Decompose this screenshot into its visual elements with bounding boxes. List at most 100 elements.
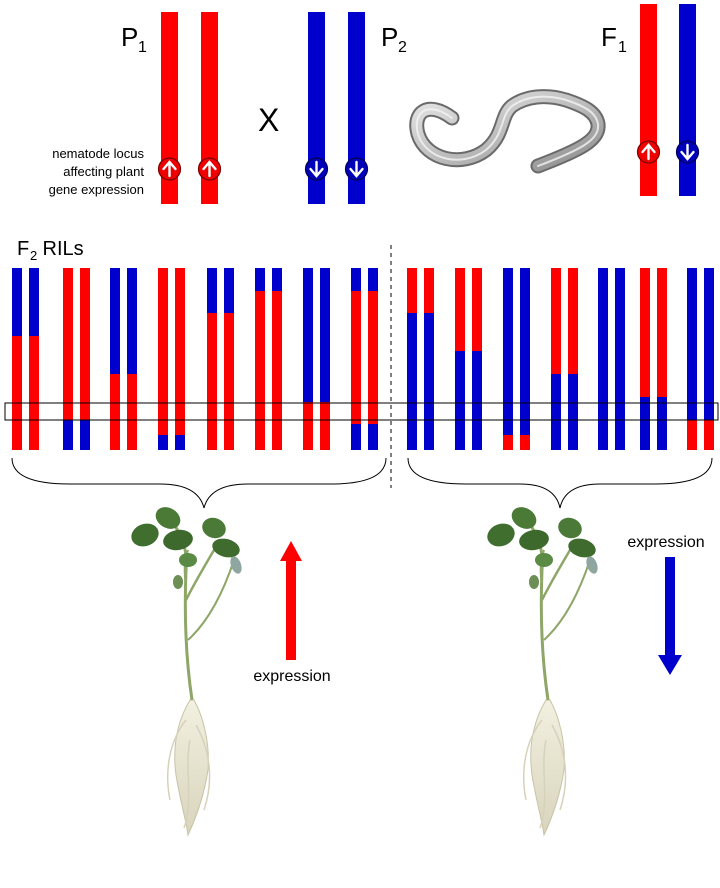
ril-left-8-segment bbox=[368, 424, 378, 450]
ril-left-6-segment bbox=[272, 291, 282, 450]
up-arrow-icon bbox=[636, 140, 661, 164]
f2-label-main: F bbox=[17, 238, 29, 260]
f2-label-sub: 2 bbox=[30, 248, 37, 263]
ril-chromosomes bbox=[12, 268, 714, 450]
ril-right-5-segment bbox=[615, 268, 625, 291]
ril-right-6-segment bbox=[657, 397, 667, 450]
ril-left-5-segment bbox=[207, 313, 217, 450]
ril-left-6-segment bbox=[255, 268, 265, 291]
expression-down-arrow-icon bbox=[658, 557, 682, 675]
ril-left-3-segment bbox=[127, 374, 137, 450]
right-brace bbox=[407, 457, 713, 509]
ril-right-2-segment bbox=[455, 268, 465, 351]
ril-right-2-segment bbox=[472, 351, 482, 450]
ril-right-7-segment bbox=[687, 420, 697, 450]
locus-line-1: nematode locus bbox=[52, 146, 144, 161]
f1-label-sub: 1 bbox=[618, 39, 627, 56]
ril-left-6-segment bbox=[255, 291, 265, 450]
expression-up-arrow-icon bbox=[280, 541, 302, 660]
ril-left-3-segment bbox=[110, 374, 120, 450]
ril-right-1-segment bbox=[407, 268, 417, 313]
ril-right-5-segment bbox=[598, 291, 608, 450]
cross-symbol: X bbox=[258, 102, 279, 138]
plant-left-icon bbox=[131, 507, 242, 837]
locus-description: nematode locus affecting plant gene expr… bbox=[49, 146, 145, 197]
f1-label-main: F bbox=[601, 22, 617, 52]
expression-up-label: expression bbox=[253, 668, 330, 685]
ril-right-4-segment bbox=[551, 268, 561, 374]
f1-chromosomes bbox=[640, 4, 696, 196]
ril-left-5-segment bbox=[207, 268, 217, 313]
p2-label-sub: 2 bbox=[398, 39, 407, 56]
ril-right-2-segment bbox=[455, 351, 465, 450]
ril-right-5-segment bbox=[598, 268, 608, 291]
ril-right-6-segment bbox=[640, 397, 650, 450]
ril-left-3-segment bbox=[110, 268, 120, 374]
ril-left-8-segment bbox=[351, 268, 361, 291]
ril-right-1-segment bbox=[424, 313, 434, 450]
ril-right-3-segment bbox=[503, 435, 513, 450]
ril-right-4-segment bbox=[568, 374, 578, 450]
left-brace bbox=[11, 457, 387, 509]
expression-down-label: expression bbox=[627, 534, 704, 551]
ril-right-3-segment bbox=[503, 268, 513, 435]
ril-left-2-segment bbox=[80, 420, 90, 450]
ril-right-3-segment bbox=[520, 435, 530, 450]
down-arrow-icon bbox=[675, 140, 700, 164]
ril-left-7-segment bbox=[320, 268, 330, 402]
ril-left-1-segment bbox=[29, 336, 39, 450]
ril-left-4-segment bbox=[158, 268, 168, 435]
down-arrow-icon bbox=[344, 157, 369, 181]
p1-label-main: P bbox=[121, 22, 138, 52]
ril-right-3-segment bbox=[520, 268, 530, 435]
ril-right-7-segment bbox=[687, 268, 697, 420]
ril-left-5-segment bbox=[224, 313, 234, 450]
f2-label-rest: RILs bbox=[37, 238, 84, 260]
p2-label: P 2 bbox=[381, 22, 407, 56]
ril-right-4-segment bbox=[551, 374, 561, 450]
ril-right-1-segment bbox=[424, 268, 434, 313]
p1-chromosomes bbox=[161, 12, 218, 204]
ril-right-7-segment bbox=[704, 420, 714, 450]
p1-chromosome-right bbox=[201, 12, 218, 204]
f1-label: F 1 bbox=[601, 22, 627, 56]
ril-left-2-segment bbox=[63, 420, 73, 450]
ril-left-8-segment bbox=[368, 291, 378, 424]
ril-right-6-segment bbox=[657, 268, 667, 397]
p2-chromosomes bbox=[308, 12, 365, 204]
ril-right-6-segment bbox=[640, 268, 650, 397]
ril-left-1-segment bbox=[29, 268, 39, 336]
ril-left-3-segment bbox=[127, 268, 137, 374]
ril-left-7-segment bbox=[303, 402, 313, 450]
plant-right-icon bbox=[487, 507, 598, 837]
ril-left-4-segment bbox=[175, 435, 185, 450]
ril-left-6-segment bbox=[272, 268, 282, 291]
ril-left-7-segment bbox=[303, 268, 313, 402]
p2-chromosome-right bbox=[348, 12, 365, 204]
ril-left-1-segment bbox=[12, 336, 22, 450]
ril-right-2-segment bbox=[472, 268, 482, 351]
nematode-locus-box bbox=[4, 402, 719, 421]
ril-right-1-segment bbox=[407, 313, 417, 450]
up-arrow-icon bbox=[157, 157, 182, 181]
ril-left-1-segment bbox=[12, 268, 22, 336]
p1-label: P 1 bbox=[121, 22, 147, 56]
down-arrow-icon bbox=[304, 157, 329, 181]
ril-right-7-segment bbox=[704, 268, 714, 420]
p1-chromosome-left bbox=[161, 12, 178, 204]
ril-left-8-segment bbox=[351, 291, 361, 424]
ril-left-5-segment bbox=[224, 268, 234, 313]
ril-left-4-segment bbox=[175, 268, 185, 435]
locus-line-3: gene expression bbox=[49, 182, 144, 197]
ril-left-2-segment bbox=[63, 268, 73, 420]
up-arrow-icon bbox=[197, 157, 222, 181]
ril-right-4-segment bbox=[568, 268, 578, 374]
f2-label: F 2 RILs bbox=[17, 238, 84, 263]
ril-left-8-segment bbox=[368, 268, 378, 291]
ril-left-4-segment bbox=[158, 435, 168, 450]
locus-line-2: affecting plant bbox=[63, 164, 144, 179]
f1-chromosome-left bbox=[640, 4, 657, 196]
ril-right-5-segment bbox=[615, 291, 625, 450]
ril-left-8-segment bbox=[351, 424, 361, 450]
